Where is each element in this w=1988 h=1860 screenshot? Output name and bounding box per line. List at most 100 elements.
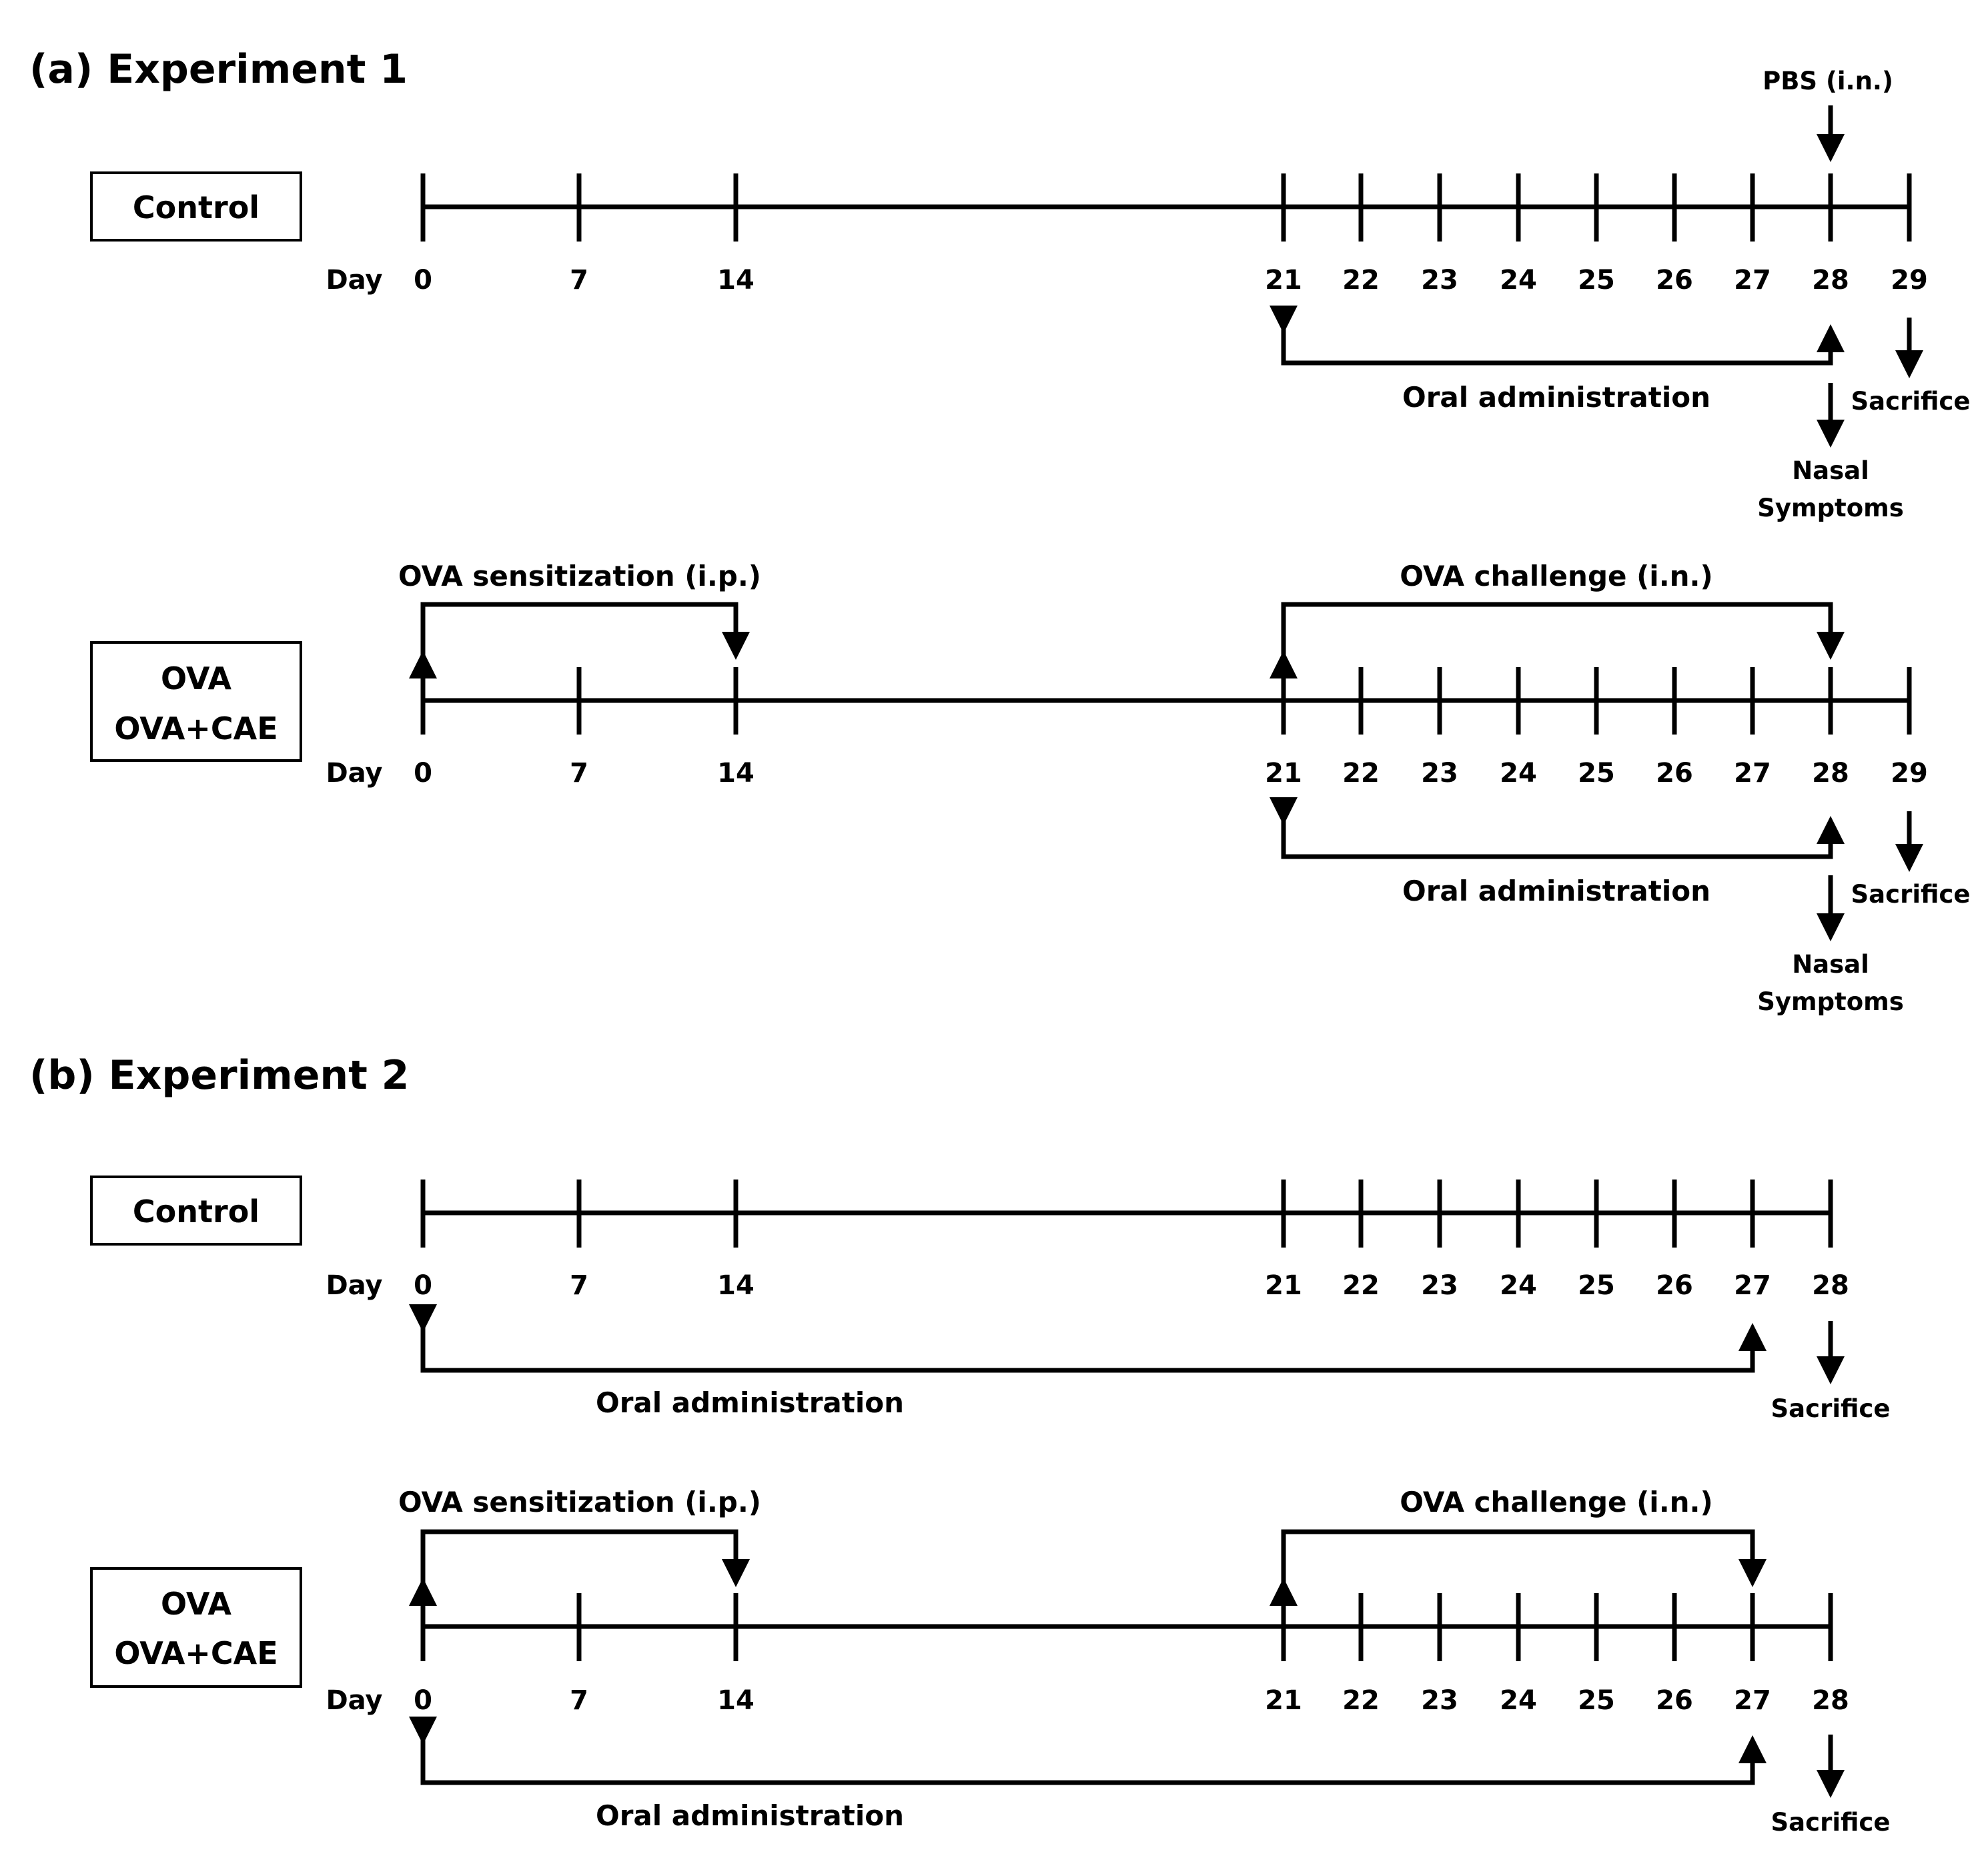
day-tick: 22 [1342,265,1380,296]
oral-administration-bracket [1270,797,1845,859]
day-tick: 28 [1812,1685,1849,1716]
day-tick: 0 [414,265,432,296]
day-tick-labels: 0 7 14 21 22 23 24 25 26 27 28 29 [414,265,1928,296]
tick-marks [420,1593,1833,1661]
day-tick: 24 [1500,1685,1537,1716]
oral-administration-bracket [409,1717,1767,1785]
day-tick: 25 [1578,265,1615,296]
exp2-ova-row: OVA sensitization (i.p.) OVA challenge (… [90,1486,1891,1837]
sensitization-bracket [409,1529,750,1606]
sacrifice-label: Sacrifice [1771,1808,1891,1837]
sacrifice-label: Sacrifice [1771,1394,1891,1423]
nasal-symptoms-label: Nasal [1792,950,1869,979]
day-tick: 14 [717,1270,755,1301]
day-tick: 14 [717,1685,755,1716]
day-tick: 26 [1656,265,1693,296]
day-tick: 27 [1734,1685,1771,1716]
day-tick: 23 [1421,758,1458,789]
oral-administration-bracket [409,1304,1767,1373]
exp1-control-row: Control Day 0 7 14 21 22 23 24 25 26 27 … [90,67,1971,522]
day-tick: 29 [1891,265,1928,296]
group-box [90,641,302,762]
day-tick: 28 [1812,1270,1849,1301]
oral-administration-label: Oral administration [596,1386,904,1419]
day-label: Day [326,265,382,296]
group-label: OVA+CAE [114,1635,278,1671]
nasal-symptoms-label: Symptoms [1757,494,1904,522]
day-tick: 27 [1734,1270,1771,1301]
panel-a-title: (a) Experiment 1 [29,46,408,93]
exp1-ova-row: OVA sensitization (i.p.) OVA challenge (… [90,560,1971,1016]
day-tick: 24 [1500,265,1537,296]
tick-marks [420,667,1912,735]
day-label: Day [326,758,382,789]
day-tick: 21 [1265,1685,1302,1716]
day-tick-labels: 0 7 14 21 22 23 24 25 26 27 28 29 [414,758,1928,789]
group-label: Control [133,1194,260,1230]
day-tick: 7 [570,1270,588,1301]
sacrifice-label: Sacrifice [1851,880,1971,909]
day-tick: 26 [1656,758,1693,789]
group-box [90,171,302,242]
day-tick: 23 [1421,265,1458,296]
day-tick: 25 [1578,1270,1615,1301]
group-label: OVA [161,660,231,696]
day-tick: 7 [570,1685,588,1716]
day-tick: 7 [570,758,588,789]
nasal-symptoms-label: Symptoms [1757,987,1904,1016]
day-tick: 23 [1421,1270,1458,1301]
day-tick: 0 [414,1270,432,1301]
day-tick: 25 [1578,1685,1615,1716]
day-tick: 26 [1656,1270,1693,1301]
sensitization-bracket [409,602,750,678]
day-tick: 0 [414,1685,432,1716]
oral-administration-bracket [1270,306,1845,366]
nasal-symptoms-label: Nasal [1792,456,1869,485]
panel-b-title: (b) Experiment 2 [29,1052,409,1099]
day-tick: 23 [1421,1685,1458,1716]
group-label: OVA [161,1586,231,1622]
day-tick: 24 [1500,1270,1537,1301]
day-tick: 7 [570,265,588,296]
day-tick-labels: 0 7 14 21 22 23 24 25 26 27 28 [414,1270,1849,1301]
day-tick: 21 [1265,1270,1302,1301]
day-tick: 28 [1812,265,1849,296]
day-tick: 22 [1342,1270,1380,1301]
day-tick: 21 [1265,758,1302,789]
exp2-control-row: Control Day 0 7 14 21 22 23 24 25 26 27 … [90,1176,1891,1423]
day-tick: 28 [1812,758,1849,789]
sacrifice-label: Sacrifice [1851,387,1971,416]
day-tick: 14 [717,758,755,789]
day-tick: 29 [1891,758,1928,789]
day-tick: 14 [717,265,755,296]
tick-marks [420,173,1912,242]
challenge-label: OVA challenge (i.n.) [1400,560,1712,592]
sensitization-label: OVA sensitization (i.p.) [398,560,761,592]
oral-administration-label: Oral administration [1402,875,1710,907]
day-tick: 27 [1734,265,1771,296]
pbs-label: PBS (i.n.) [1763,67,1893,95]
oral-administration-label: Oral administration [1402,381,1710,414]
oral-administration-label: Oral administration [596,1799,904,1832]
group-box [90,1567,302,1688]
day-tick: 26 [1656,1685,1693,1716]
day-tick: 0 [414,758,432,789]
group-box [90,1176,302,1246]
day-tick: 22 [1342,1685,1380,1716]
challenge-label: OVA challenge (i.n.) [1400,1486,1712,1518]
day-label: Day [326,1270,382,1301]
day-tick: 24 [1500,758,1537,789]
day-tick: 22 [1342,758,1380,789]
day-tick: 27 [1734,758,1771,789]
challenge-bracket [1270,602,1845,678]
group-label: OVA+CAE [114,711,278,747]
group-label: Control [133,189,260,225]
day-tick: 21 [1265,265,1302,296]
tick-marks [420,1180,1833,1248]
sensitization-label: OVA sensitization (i.p.) [398,1486,761,1518]
day-tick: 25 [1578,758,1615,789]
challenge-bracket [1270,1529,1767,1606]
day-tick-labels: 0 7 14 21 22 23 24 25 26 27 28 [414,1685,1849,1716]
day-label: Day [326,1685,382,1716]
